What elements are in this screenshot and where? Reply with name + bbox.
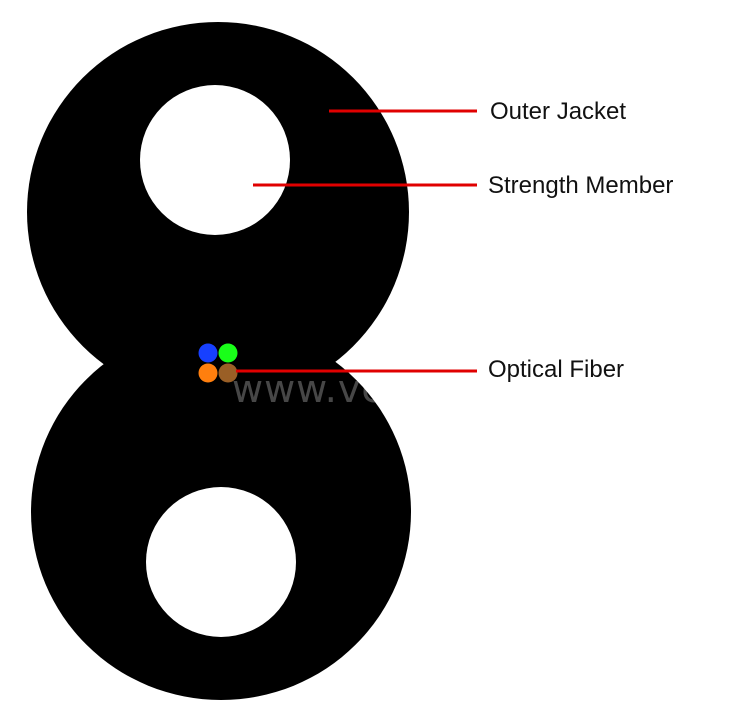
watermark-text: www.veivot.com <box>232 367 558 411</box>
optical-fiber-orange <box>198 363 218 383</box>
outer-jacket-label: Outer Jacket <box>490 98 626 125</box>
optical-fiber-label: Optical Fiber <box>488 356 624 383</box>
strength-member-lower <box>146 487 296 637</box>
optical-fiber-bundle <box>198 343 238 383</box>
strength-member-upper <box>140 85 290 235</box>
outer-jacket-neck <box>120 300 320 420</box>
optical-fiber-blue <box>198 343 218 363</box>
optical-fiber-brown <box>218 363 238 383</box>
strength-member-label: Strength Member <box>488 172 673 199</box>
optical-fiber-green <box>218 343 238 363</box>
